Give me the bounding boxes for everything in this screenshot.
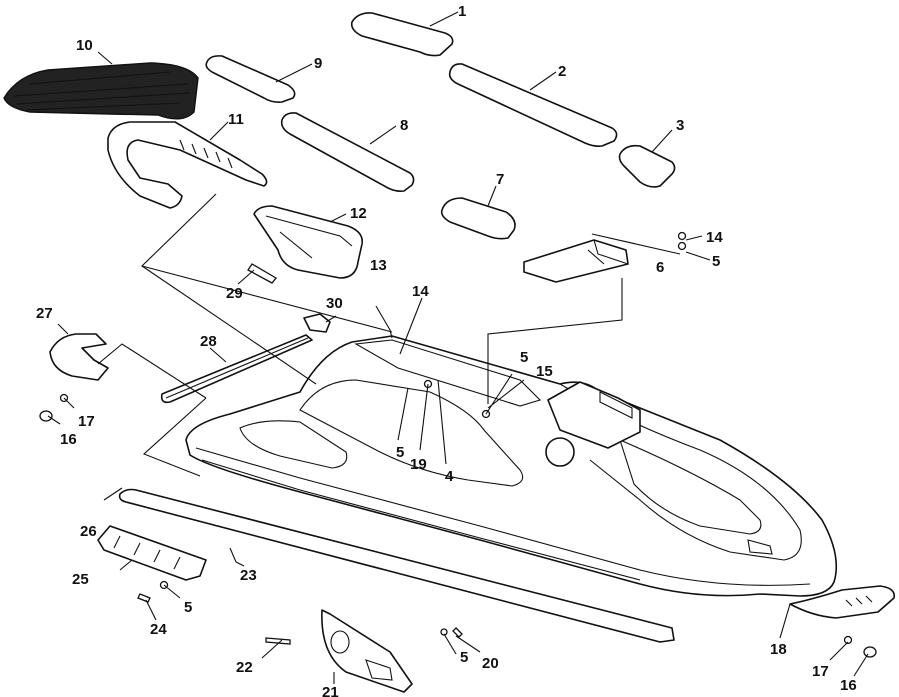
callout-5c: 5: [396, 444, 404, 461]
callout-16a: 16: [60, 431, 77, 448]
callout-15: 15: [536, 363, 553, 380]
part-2-pad: [448, 63, 618, 147]
part-21-port-round: [330, 630, 350, 654]
callout-2: 2: [558, 63, 566, 80]
part-18-bumper: [789, 585, 896, 619]
part-28-rail-groove: [165, 337, 309, 399]
callout-5d: 5: [184, 599, 192, 616]
callout-19: 19: [410, 456, 427, 473]
callout-12: 12: [350, 205, 367, 222]
callout-5e: 5: [460, 649, 468, 666]
callout-23: 23: [240, 567, 257, 584]
part-23-strake: [118, 488, 675, 643]
callout-14a: 14: [706, 229, 723, 246]
callout-14b: 14: [412, 283, 429, 300]
callout-1: 1: [458, 3, 466, 20]
part-20-screw: [452, 627, 463, 638]
callout-20: 20: [482, 655, 499, 672]
part-3-pad: [618, 144, 676, 188]
part-27-cover: [49, 333, 109, 381]
callout-24: 24: [150, 621, 167, 638]
callout-29: 29: [226, 285, 243, 302]
part-9-pad: [205, 55, 296, 103]
part-17-screw-b: [843, 635, 853, 645]
callout-18: 18: [770, 641, 787, 658]
part-16-cap-b: [863, 646, 877, 658]
part-14-screw-a: [677, 231, 687, 241]
callout-labels: 1 2 3 4 5 5 5 5 5 6 7 8 9 10 11 12 13 14…: [36, 3, 857, 697]
callout-9: 9: [314, 55, 322, 72]
callout-30: 30: [326, 295, 343, 312]
callout-5b: 5: [520, 349, 528, 366]
hull-gunwale: [195, 447, 811, 586]
part-24-screw: [137, 593, 151, 603]
callout-21: 21: [322, 684, 339, 697]
part-18-bumper-marks: [845, 595, 873, 607]
callout-11: 11: [228, 111, 244, 128]
callout-26: 26: [80, 523, 97, 540]
part-10-mat-texture: [13, 71, 191, 111]
callout-17a: 17: [78, 413, 95, 430]
part-21-side-panel: [321, 609, 413, 693]
part-11-handle: [107, 121, 268, 209]
part-5-washer-a: [677, 241, 687, 251]
callout-25: 25: [72, 571, 89, 588]
callout-7: 7: [496, 171, 504, 188]
part-29-latch: [247, 263, 277, 284]
hull-chine: [201, 459, 641, 581]
part-25-plate: [97, 525, 207, 581]
part-6-bracket-fold: [593, 239, 629, 265]
part-16-cap-a: [39, 410, 53, 422]
hull-console-panel: [599, 391, 633, 419]
part-8-pad: [280, 112, 415, 192]
part-7-pad: [440, 197, 516, 240]
callout-16b: 16: [840, 677, 857, 694]
hull-footwell: [239, 420, 348, 469]
callout-6: 6: [656, 259, 664, 276]
hull-console: [547, 381, 641, 449]
part-1-pad: [350, 12, 454, 57]
leader-lines: [47, 11, 869, 684]
part-11-handle-slots: [179, 139, 233, 169]
hull-bow-deck: [559, 383, 802, 561]
callout-17b: 17: [812, 663, 829, 680]
callout-4: 4: [445, 468, 454, 485]
hull-vent: [747, 539, 773, 555]
callout-5a: 5: [712, 253, 720, 270]
part-30-plug: [303, 313, 331, 333]
hull-bow-hatch: [619, 439, 762, 535]
hull-rear-tray: [354, 339, 542, 407]
part-22-pin: [265, 637, 291, 645]
callout-3: 3: [676, 117, 684, 134]
callout-10: 10: [76, 37, 93, 54]
part-21-port-oval: [365, 659, 393, 681]
callout-22: 22: [236, 659, 253, 676]
part-25-plate-fins: [113, 535, 181, 570]
part-12-tray: [253, 205, 364, 279]
callout-13: 13: [370, 257, 387, 274]
part-12-tray-rim: [265, 215, 353, 259]
callout-8: 8: [400, 117, 408, 134]
part-6-bracket: [523, 239, 629, 283]
hull-body: [185, 335, 838, 597]
hull-steering-hub: [545, 437, 575, 467]
hull-seat-recess: [299, 379, 524, 487]
callout-27: 27: [36, 305, 53, 322]
callout-28: 28: [200, 333, 217, 350]
part-10-mat: [3, 62, 199, 120]
